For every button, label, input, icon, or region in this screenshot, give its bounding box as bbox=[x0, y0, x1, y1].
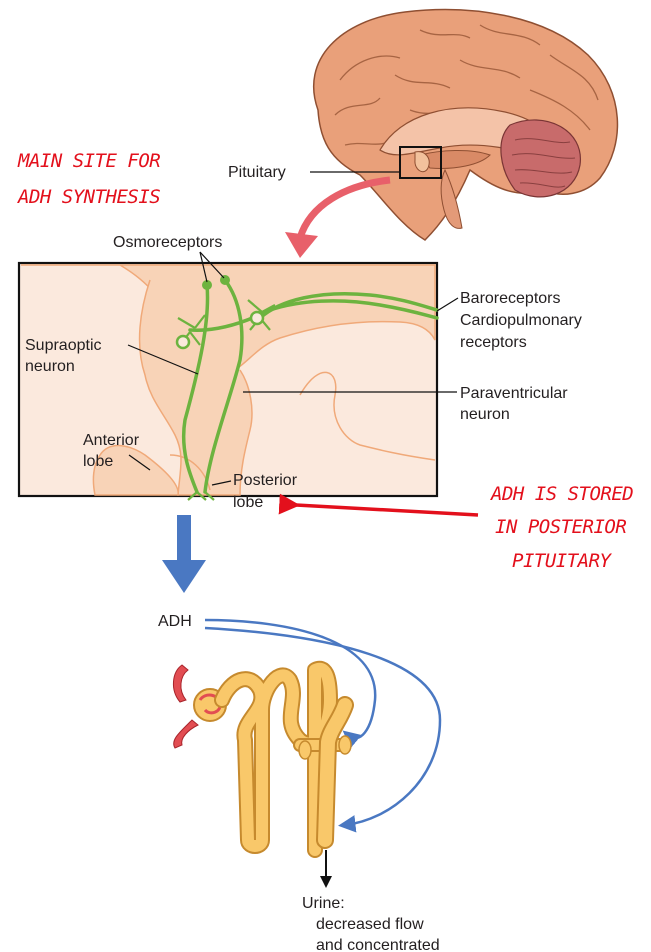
urine-label-line3: and concentrated bbox=[316, 937, 440, 952]
paraventricular-label-line2: neuron bbox=[460, 406, 510, 423]
release-arrow bbox=[162, 515, 206, 593]
anterior-lobe-label: Anterior bbox=[83, 432, 140, 449]
nephron-illustration bbox=[173, 665, 351, 850]
synthesis-annotation-line2: ADH SYNTHESIS bbox=[17, 186, 160, 208]
cardiopulmonary-label: Cardiopulmonary bbox=[460, 312, 582, 329]
osmoreceptors-label: Osmoreceptors bbox=[113, 234, 222, 251]
storage-annotation: ADH IS STORED bbox=[490, 483, 633, 505]
urine-label-line2: decreased flow bbox=[316, 916, 424, 933]
receptors-label: receptors bbox=[460, 334, 527, 351]
urine-label: Urine: bbox=[302, 895, 345, 912]
posterior-lobe-label-line2: lobe bbox=[233, 494, 263, 511]
supraoptic-label: Supraoptic bbox=[25, 337, 102, 354]
brain-illustration bbox=[314, 10, 618, 240]
synthesis-annotation: MAIN SITE FOR bbox=[17, 150, 160, 172]
zoom-arrow bbox=[285, 180, 390, 258]
storage-arrow bbox=[296, 505, 478, 515]
baroreceptors-label: Baroreceptors bbox=[460, 290, 561, 307]
paraventricular-label: Paraventricular bbox=[460, 385, 568, 402]
hypothalamus-pituitary-panel bbox=[19, 263, 437, 500]
supraoptic-label-line2: neuron bbox=[25, 358, 75, 375]
anterior-lobe-label-line2: lobe bbox=[83, 453, 113, 470]
adh-label: ADH bbox=[158, 613, 192, 630]
storage-annotation-line2: IN POSTERIOR bbox=[495, 516, 626, 538]
storage-annotation-line3: PITUITARY bbox=[512, 550, 613, 572]
posterior-lobe-label: Posterior bbox=[233, 472, 298, 489]
pituitary-label: Pituitary bbox=[228, 164, 286, 181]
osmoreceptor-dot bbox=[220, 275, 230, 285]
